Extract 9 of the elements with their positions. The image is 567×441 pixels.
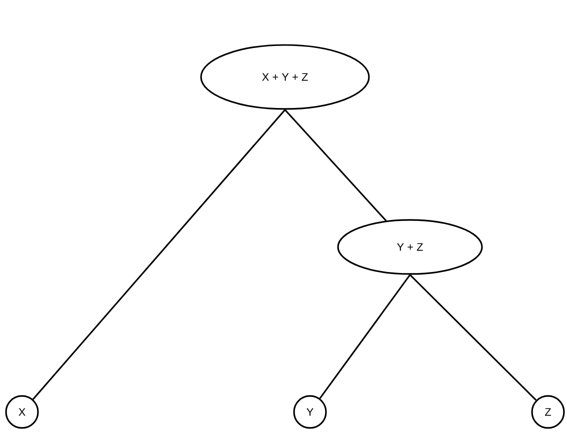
ellipse-node: X + Y + Z — [200, 44, 370, 110]
connector-line — [32, 109, 286, 400]
ellipse-node: Y + Z — [337, 219, 483, 275]
connector-line — [284, 109, 387, 222]
connector-line — [409, 274, 537, 401]
circle-node: Y — [293, 395, 327, 429]
circle-node: Z — [531, 395, 565, 429]
circle-node: X — [5, 395, 39, 429]
connector-line — [319, 274, 411, 399]
